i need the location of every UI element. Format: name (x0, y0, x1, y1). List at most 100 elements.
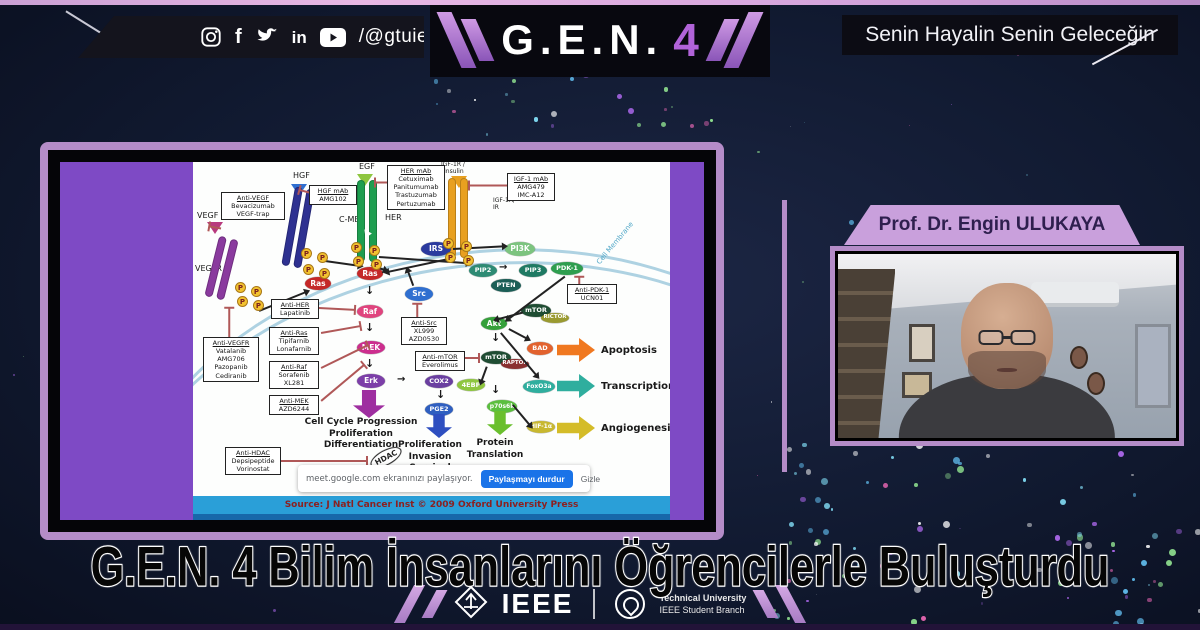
signal-arrow (508, 328, 528, 339)
cell-membrane-label: Cell Membrane (594, 220, 636, 266)
phospho-p-circle: P (253, 300, 264, 311)
pip3-node: PIP3 (519, 264, 547, 277)
diagram-glyph: ↓ (365, 321, 375, 334)
inhibition-line (416, 303, 418, 318)
ieee-kite-icon (454, 585, 488, 624)
branch-line: IEEE Student Branch (659, 605, 745, 615)
src-node: Src (405, 287, 433, 301)
meet-share-bar: meet.google.com ekranınızı paylaşıyor. P… (298, 465, 600, 492)
phospho-p-circle: P (369, 245, 380, 256)
inhibition-line (318, 307, 355, 311)
oval-portrait (1087, 371, 1106, 395)
wall-picture (1134, 323, 1171, 408)
oval-portrait (1070, 346, 1089, 369)
phospho-p-circle: P (303, 264, 314, 275)
decor-line-right (782, 200, 787, 472)
source-substrip (193, 514, 670, 520)
phospho-p-circle: P (351, 242, 362, 253)
source-text: Source: J Natl Cancer Inst © 2009 Oxford… (284, 500, 579, 510)
igf1r-ir-label: IGF-1R/ (493, 197, 516, 204)
signal-arrow (481, 366, 488, 382)
vegf-label: VEGF (197, 211, 219, 220)
instagram-icon (200, 26, 222, 48)
apoptosis-label: Apoptosis (601, 345, 657, 356)
cellcycle-arrow (353, 390, 385, 418)
phospho-p-circle: P (301, 248, 312, 259)
speaker-mouth (997, 368, 1017, 373)
phospho-p-circle: P (463, 255, 474, 266)
university-line: Technical University (659, 592, 747, 603)
stop-sharing-button[interactable]: Paylaşmayı durdur (480, 469, 573, 488)
ir-label: IR (493, 204, 499, 211)
inhibition-line (279, 457, 368, 465)
ieee-wordmark: IEEE (501, 588, 574, 619)
speaker-head (961, 283, 1053, 390)
cmet-label: C-MET (339, 215, 365, 224)
ras-node-2: Ras (357, 267, 383, 280)
logo-number: 4 (673, 14, 699, 66)
pten-node: PTEN (491, 279, 521, 292)
rictor-node: RICTOR (541, 313, 569, 323)
bad-node: BAD (527, 342, 553, 355)
phospho-p-circle: P (443, 238, 454, 249)
phospho-p-circle: P (317, 252, 328, 263)
logo-text: G.E.N. (501, 16, 664, 63)
angiogenesis-arrow (557, 416, 595, 440)
bottom-border-line (0, 624, 1200, 630)
foxo3a-node: FoxO3a (523, 380, 555, 393)
student-branch-text: Technical University IEEE Student Branch (659, 592, 746, 616)
social-handle: /@gtuieee (358, 26, 451, 47)
footer-divider (593, 589, 596, 619)
ras-node-1: Ras (305, 277, 331, 290)
gen4-logo: G.E.N. 4 (432, 3, 768, 77)
diagram-glyph: ↓ (491, 331, 501, 344)
diagram-glyph: ↓ (436, 388, 446, 401)
phospho-p-circle: P (251, 286, 262, 297)
twitter-icon (255, 26, 279, 48)
logo-band (430, 3, 770, 77)
inhibition-line (228, 307, 230, 338)
cox2-node: COX2 (425, 375, 453, 388)
pip2-node: PIP2 (469, 264, 497, 277)
phospho-p-circle: P (353, 256, 364, 267)
phospho-p-circle: P (445, 252, 456, 263)
inhibition-line (375, 182, 387, 184)
youtube-icon (319, 27, 346, 47)
slogan-text: Senin Hayalin Senin Geleceğin (865, 23, 1155, 46)
hide-button[interactable]: Gizle (580, 473, 601, 484)
diagram-glyph: ↓ (365, 357, 375, 370)
diagram-glyph: → (397, 374, 406, 385)
pge2-node: PGE2 (425, 403, 453, 416)
slogan-banner: Senin Hayalin Senin Geleceğin (842, 15, 1178, 55)
inhibition-line (469, 185, 507, 187)
wall-picture (908, 323, 935, 362)
social-banner: f in /@gtuieee (78, 16, 424, 58)
phospho-p-circle: P (371, 259, 382, 270)
egf-label: EGF (359, 162, 375, 171)
her-receptor (357, 180, 377, 262)
diagram-glyph: → (499, 262, 508, 273)
pdk1-node: PDK-1 (551, 262, 583, 275)
igf1r-receptor (448, 178, 468, 258)
signal-arrow (512, 404, 531, 426)
webcam-video (838, 254, 1176, 438)
footer-logos: IEEE Technical University IEEE Student B… (0, 582, 1200, 626)
speaker-glasses (978, 330, 1036, 346)
phospho-p-circle: P (237, 296, 248, 307)
diagram-glyph: ↓ (365, 284, 375, 297)
transcription-label: Transcription (601, 381, 670, 392)
bookshelf (838, 268, 896, 438)
insulin-label: Insulin (444, 168, 464, 175)
